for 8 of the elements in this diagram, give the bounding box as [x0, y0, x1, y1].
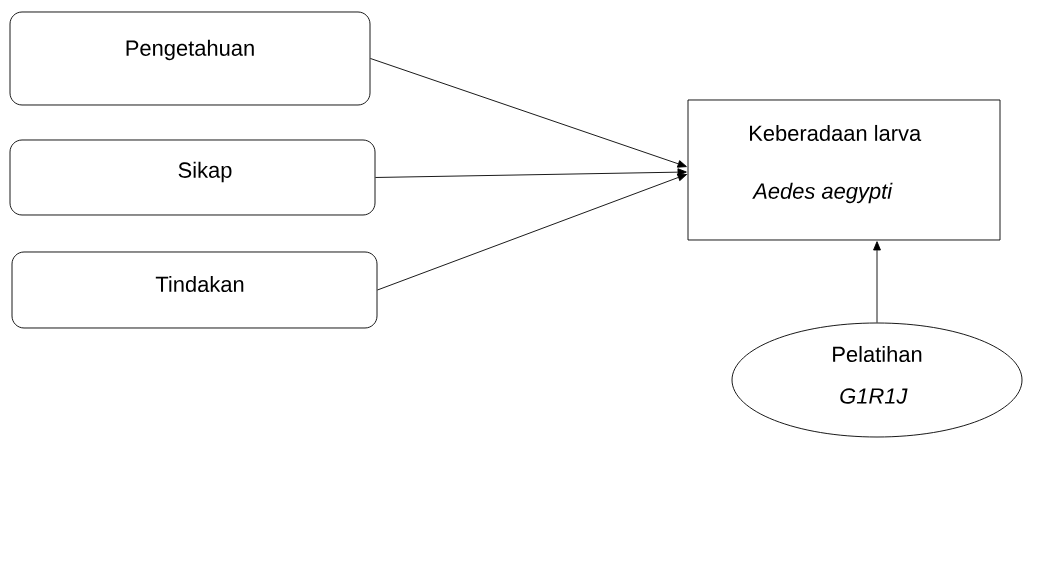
rounded-box: Tindakan — [11, 251, 378, 329]
arrow — [370, 58, 687, 168]
rounded-box: Pengetahuan — [9, 11, 371, 106]
box: Keberadaan larva Aedes aegypti — [687, 99, 1001, 241]
arrow — [377, 173, 687, 291]
arrow — [873, 241, 881, 323]
rounded-box: Sikap — [9, 139, 376, 216]
arrow — [375, 168, 687, 178]
